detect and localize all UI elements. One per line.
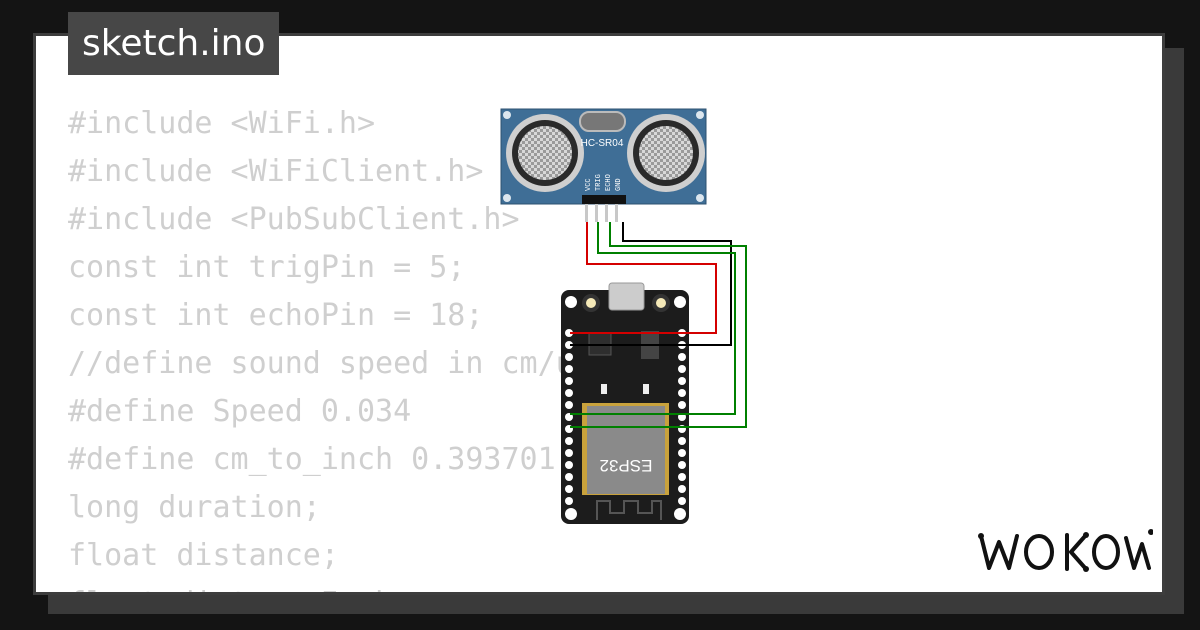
esp32-board: ESP32 xyxy=(561,282,689,524)
hc-sr04-sensor: HC-SR04 VCC TRIG ECHO GND xyxy=(500,108,707,222)
header-pin xyxy=(565,401,573,409)
code-line: #define cm_to_inch 0.393701 xyxy=(68,442,556,477)
header-pin xyxy=(565,329,573,337)
header-pin xyxy=(565,437,573,445)
esp32-chip xyxy=(587,406,665,494)
sketch-filename: sketch.ino xyxy=(68,12,280,75)
pin-label-echo: ECHO xyxy=(605,174,613,191)
wire-trig xyxy=(570,222,736,415)
header-pin xyxy=(565,461,573,469)
header-pin xyxy=(678,485,686,493)
wire-gnd xyxy=(570,222,732,346)
pin-label-trig: TRIG xyxy=(595,174,603,191)
transducer-right xyxy=(627,114,705,192)
header-pin xyxy=(565,473,573,481)
header-pin xyxy=(565,449,573,457)
header-pin xyxy=(565,389,573,397)
header-pin xyxy=(565,497,573,505)
transducer-left xyxy=(506,114,584,192)
pin-header-left xyxy=(565,329,573,505)
code-line: #include <WiFiClient.h> xyxy=(68,154,484,189)
code-line: float distanceInch; xyxy=(68,580,592,592)
header-pin xyxy=(678,473,686,481)
header-pin xyxy=(678,389,686,397)
header-pin xyxy=(678,437,686,445)
sensor-label: HC-SR04 xyxy=(581,138,624,149)
chip-label: ESP32 xyxy=(600,456,653,475)
wires xyxy=(570,222,747,428)
header-pin xyxy=(565,341,573,349)
code-line: const int echoPin = 18; xyxy=(68,298,484,333)
code-preview: #include <WiFi.h> #include <WiFiClient.h>… xyxy=(68,100,592,592)
header-pin xyxy=(678,449,686,457)
code-line: #define Speed 0.034 xyxy=(68,394,412,429)
header-pin xyxy=(565,485,573,493)
code-line: float distance; xyxy=(68,538,339,573)
header-pin xyxy=(565,353,573,361)
header-pin xyxy=(678,461,686,469)
pin-label-gnd: GND xyxy=(615,178,623,191)
code-line: #include <PubSubClient.h> xyxy=(68,202,520,237)
wire-vcc xyxy=(570,222,717,334)
header-pin xyxy=(678,365,686,373)
header-pin xyxy=(678,401,686,409)
header-pin xyxy=(565,365,573,373)
header-pin xyxy=(678,353,686,361)
code-line: const int trigPin = 5; xyxy=(68,250,466,285)
wokwi-logo xyxy=(978,529,1153,572)
pin-label-vcc: VCC xyxy=(585,178,593,191)
code-line: #include <WiFi.h> xyxy=(68,106,376,141)
sketch-preview-card: #include <WiFi.h> #include <WiFiClient.h>… xyxy=(33,33,1165,595)
circuit-diagram: HC-SR04 VCC TRIG ECHO GND xyxy=(500,108,747,524)
header-pin xyxy=(678,377,686,385)
header-pin xyxy=(565,377,573,385)
wire-echo xyxy=(570,222,747,428)
pin-header-right xyxy=(678,329,686,505)
header-pin xyxy=(678,497,686,505)
code-line: long duration; xyxy=(68,490,321,525)
